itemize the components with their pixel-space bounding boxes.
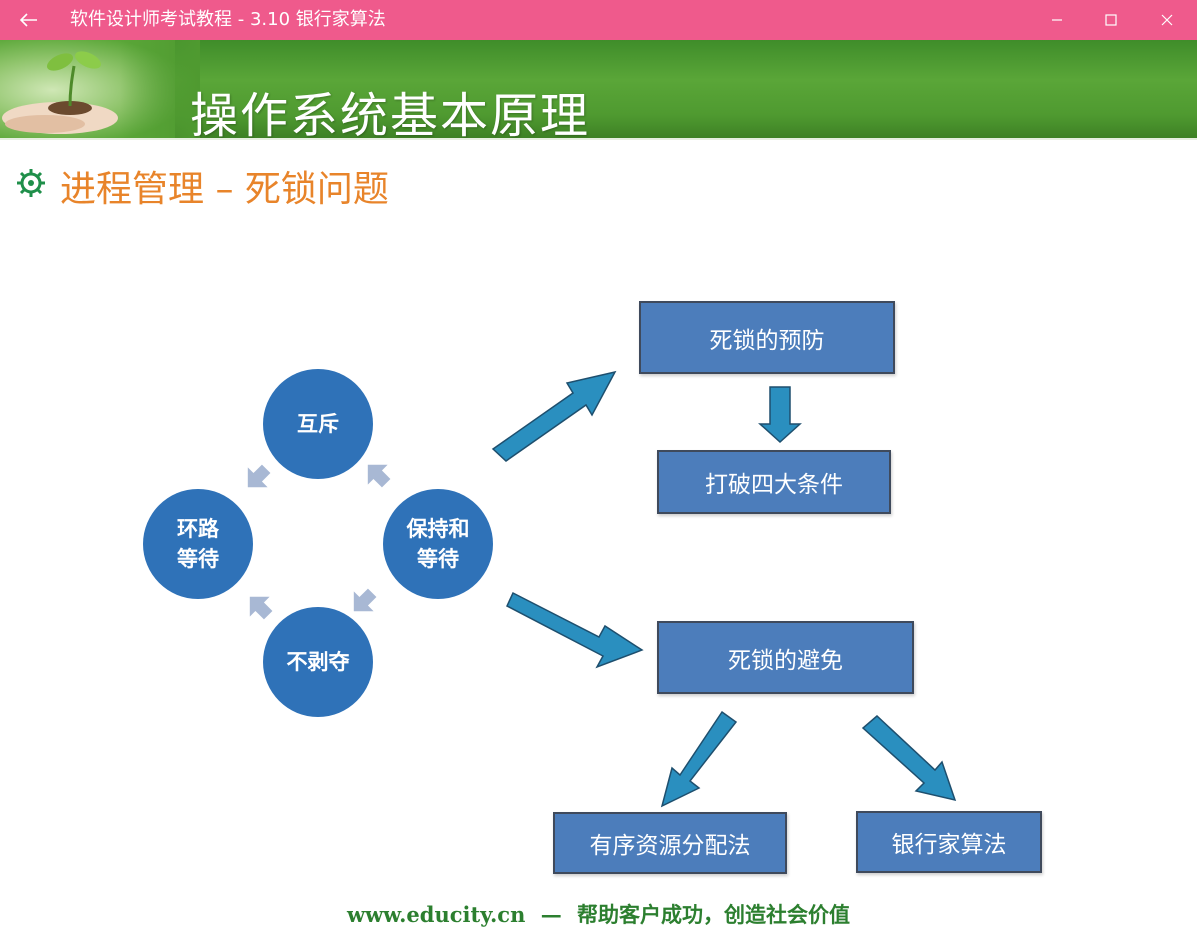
slide-header-band: 操作系统基本原理 — [0, 40, 1197, 140]
slide-footer: www.educity.cn — 帮助客户成功，创造社会价值 — [0, 898, 1197, 932]
footer-slogan: 帮助客户成功，创造社会价值 — [577, 902, 850, 927]
slide-header-title: 操作系统基本原理 — [190, 88, 591, 140]
ordered-resource-allocation-box: 有序资源分配法 — [553, 812, 787, 874]
condition-label: 保持和 等待 — [406, 517, 470, 571]
close-button[interactable] — [1142, 0, 1192, 40]
header-photo-fade — [120, 40, 200, 140]
arrow-to-avoidance — [506, 591, 644, 669]
condition-label: 环路 等待 — [177, 517, 219, 571]
window-title: 软件设计师考试教程 - 3.10 银行家算法 — [70, 9, 386, 30]
title-bar: 软件设计师考试教程 - 3.10 银行家算法 — [0, 0, 1197, 40]
deadlock-prevention-box: 死锁的预防 — [639, 301, 895, 374]
back-button[interactable] — [12, 4, 46, 36]
minimize-button[interactable] — [1032, 0, 1082, 40]
arrow-to-prevention — [491, 370, 617, 462]
break-four-conditions-box: 打破四大条件 — [657, 450, 891, 514]
minimize-icon — [1052, 19, 1062, 21]
arrow-to-ordered-allocation — [660, 710, 738, 808]
condition-no-preemption: 不剥夺 — [263, 607, 373, 717]
maximize-button[interactable] — [1086, 0, 1136, 40]
arrow-to-bankers-algorithm — [861, 714, 957, 802]
maximize-icon — [1105, 14, 1117, 26]
cycle-arrow-bottom-right — [353, 588, 377, 612]
arrow-down-to-break-conditions — [758, 386, 802, 444]
deadlock-avoidance-box: 死锁的避免 — [657, 621, 914, 694]
condition-mutual-exclusion: 互斥 — [263, 369, 373, 479]
close-icon — [1161, 14, 1173, 26]
footer-dash: — — [540, 902, 562, 927]
condition-label: 不剥夺 — [286, 650, 350, 674]
dharma-wheel-bullet-icon — [16, 168, 46, 198]
section-title: 进程管理 – 死锁问题 — [60, 169, 389, 210]
cycle-arrow-top-left — [247, 464, 271, 488]
condition-hold-and-wait: 保持和 等待 — [383, 489, 493, 599]
footer-site: www.educity.cn — [347, 902, 526, 927]
cycle-arrow-bottom-left — [249, 596, 273, 620]
header-divider — [0, 138, 1197, 140]
cycle-arrow-top-right — [367, 464, 391, 488]
back-arrow-icon — [20, 13, 37, 27]
condition-label: 互斥 — [297, 412, 339, 436]
bankers-algorithm-box: 银行家算法 — [856, 811, 1042, 873]
condition-circular-wait: 环路 等待 — [143, 489, 253, 599]
